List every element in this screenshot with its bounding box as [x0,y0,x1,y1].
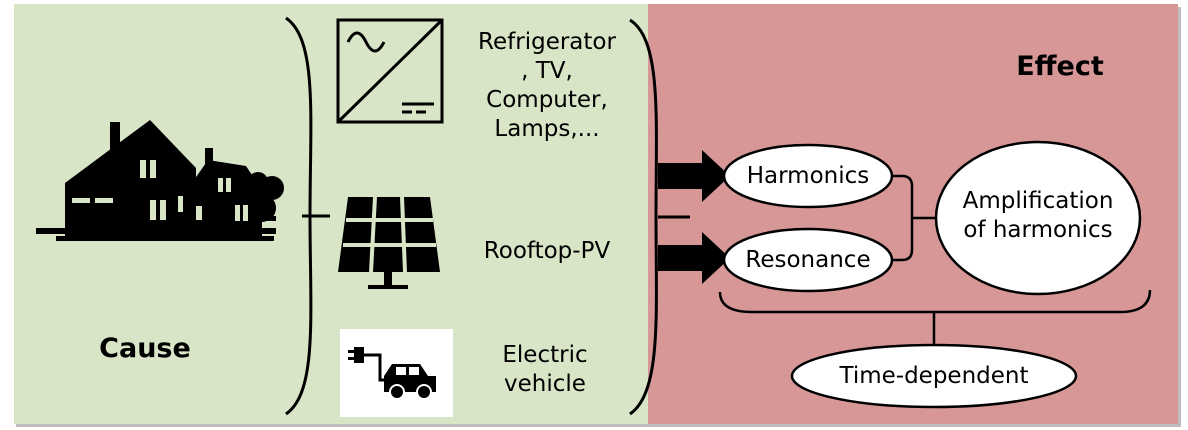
solar-panel-icon [338,196,440,289]
effect-ellipses [722,140,1142,409]
time-dependent-label: Time-dependent [839,363,1029,389]
pv-label: Rooftop-PV [483,238,611,264]
right-bracket [629,18,658,416]
houses-icon [36,120,284,241]
effect-title: Effect [1016,51,1104,82]
cause-title: Cause [99,333,191,364]
appliances-label: Refrigerator , TV, Computer, Lamps,... [478,29,616,142]
arrows [658,150,730,284]
amplification-label: Amplification of harmonics [962,188,1114,243]
left-bracket [285,16,313,416]
arrow-harmonics [658,150,730,202]
ev-charging-icon [348,347,436,400]
ev-label: Electric vehicle [502,342,588,397]
resonance-label: Resonance [745,247,871,273]
inverter-icon [336,18,444,124]
harmonics-label: Harmonics [746,163,870,189]
ellipse-connectors [718,174,1152,345]
arrow-resonance [658,232,730,284]
